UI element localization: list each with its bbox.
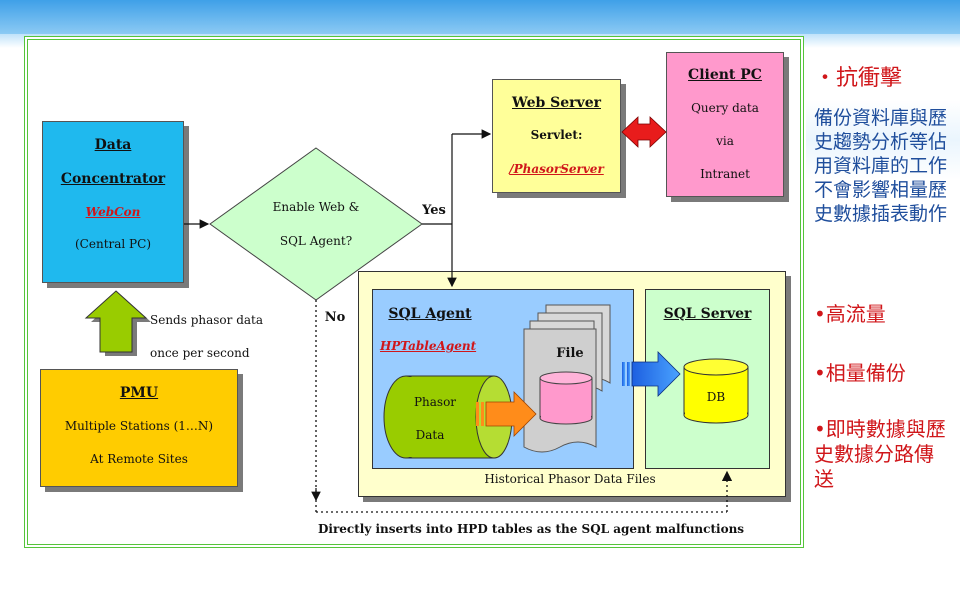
pmu-line1: Multiple Stations (1…N) [64,419,214,433]
decision-yes-label: Yes [422,203,446,218]
db-cylinder [683,358,749,424]
decision-line2: SQL Agent? [279,234,353,248]
double-arrow [621,116,667,148]
sends-line1: Sends phasor data [150,313,264,327]
direct-insert-caption: Directly inserts into HPD tables as the … [318,522,745,536]
phasor-label-1: Phasor [413,395,457,409]
sidebar-heading: ・抗衝擊 [814,66,903,91]
sends-line2: once per second [150,346,250,360]
pmu-title: PMU [119,385,159,401]
orange-arrow [476,391,537,437]
web-server-app: /PhasorServer [509,162,604,176]
sql-agent-app: HPTableAgent [380,339,477,353]
web-server-box [492,79,621,193]
sidebar-bullet-3: •即時數據與歷史數據分路傳送 [814,417,946,491]
file-label: File [556,346,584,361]
decision-diamond [209,147,423,301]
sidebar-bullet-2: •相量備份 [814,361,906,385]
data-concentrator-note: (Central PC) [75,237,151,251]
client-pc-title: Client PC [688,67,762,83]
data-concentrator-title-1: Data [94,137,132,153]
sidebar-highlight [806,100,960,180]
title-band [0,0,960,34]
data-concentrator-box [42,121,184,283]
db-label: DB [706,390,726,404]
web-server-servlet: Servlet: [530,128,583,142]
data-concentrator-app: WebCon [85,205,141,219]
historical-files-caption: Historical Phasor Data Files [484,472,656,486]
client-pc-line3: Intranet [700,167,750,181]
sidebar-bullet-1: •高流量 [814,302,886,326]
sidebar-description: 備份資料庫與歷史趨勢分析等佔用資料庫的工作不會影響相量歷史數據插表動作 [814,107,948,225]
web-server-title: Web Server [512,95,601,111]
file-cylinder [539,371,593,425]
client-pc-line2: via [716,134,734,148]
phasor-cylinder [383,375,513,459]
client-pc-box [666,52,784,197]
decision-no-label: No [324,310,346,325]
blue-arrow [622,351,681,397]
data-concentrator-title-2: Concentrator [60,171,166,187]
decision-line1: Enable Web & [272,200,360,214]
pmu-box [40,369,238,487]
phasor-label-2: Data [415,428,445,442]
client-pc-line1: Query data [691,101,759,115]
sql-server-title: SQL Server [663,306,752,322]
sql-agent-title: SQL Agent [388,306,472,322]
pmu-line2: At Remote Sites [90,452,188,466]
